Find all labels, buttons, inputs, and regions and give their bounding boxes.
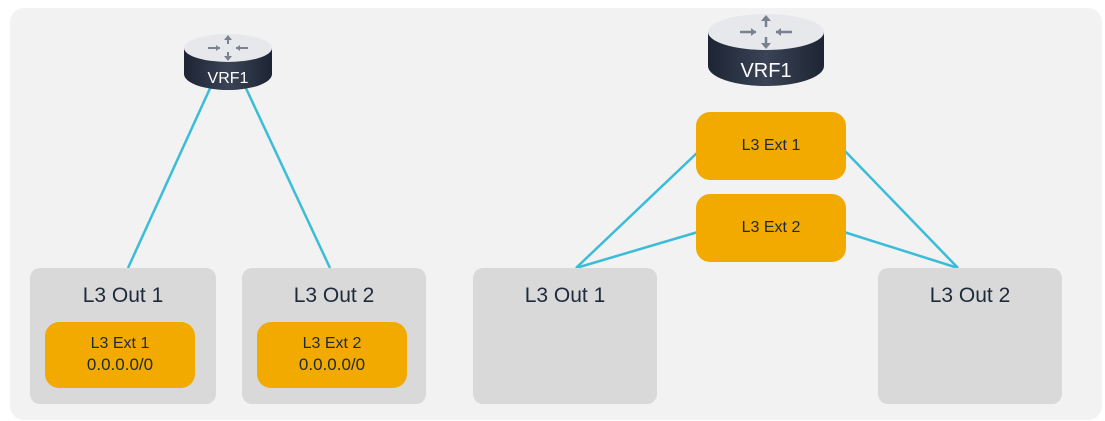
l3out-box-1: L3 Out 1 — [473, 268, 657, 404]
link-right-ext1-out2 — [843, 149, 959, 269]
link-right-ext2-out1 — [575, 230, 699, 270]
l3ext-box-1: L3 Ext 1 0.0.0.0/0 — [45, 322, 195, 388]
l3ext-subnet: 0.0.0.0/0 — [86, 355, 154, 374]
l3out-box-2: L3 Out 2 — [878, 268, 1062, 404]
l3ext-box-2: L3 Ext 2 — [696, 194, 846, 262]
l3ext-subnet: 0.0.0.0/0 — [298, 355, 366, 374]
router-left: VRF1 — [180, 30, 276, 100]
link-left-vrf-out2 — [242, 83, 332, 269]
l3out-box-1: L3 Out 1 L3 Ext 1 0.0.0.0/0 — [30, 268, 216, 404]
router-right: VRF1 — [704, 8, 828, 94]
link-right-ext2-out2 — [843, 230, 959, 270]
l3out-title: L3 Out 2 — [929, 284, 1011, 307]
l3out-box-2: L3 Out 2 L3 Ext 2 0.0.0.0/0 — [242, 268, 426, 404]
l3ext-box-1: L3 Ext 1 — [696, 112, 846, 180]
l3ext-name: L3 Ext 2 — [302, 335, 362, 352]
link-left-vrf-out1 — [126, 83, 214, 269]
link-right-ext1-out1 — [575, 151, 699, 269]
router-icon — [708, 14, 824, 86]
l3ext-name: L3 Ext 1 — [741, 137, 801, 154]
router-label: VRF1 — [740, 60, 792, 82]
router-label: VRF1 — [207, 70, 249, 87]
l3ext-box-2: L3 Ext 2 0.0.0.0/0 — [257, 322, 407, 388]
l3out-title: L3 Out 1 — [524, 284, 606, 307]
router-icon — [184, 34, 272, 90]
l3out-title: L3 Out 1 — [82, 284, 164, 307]
l3ext-name: L3 Ext 2 — [741, 219, 801, 236]
l3ext-name: L3 Ext 1 — [90, 335, 150, 352]
l3out-title: L3 Out 2 — [293, 284, 375, 307]
